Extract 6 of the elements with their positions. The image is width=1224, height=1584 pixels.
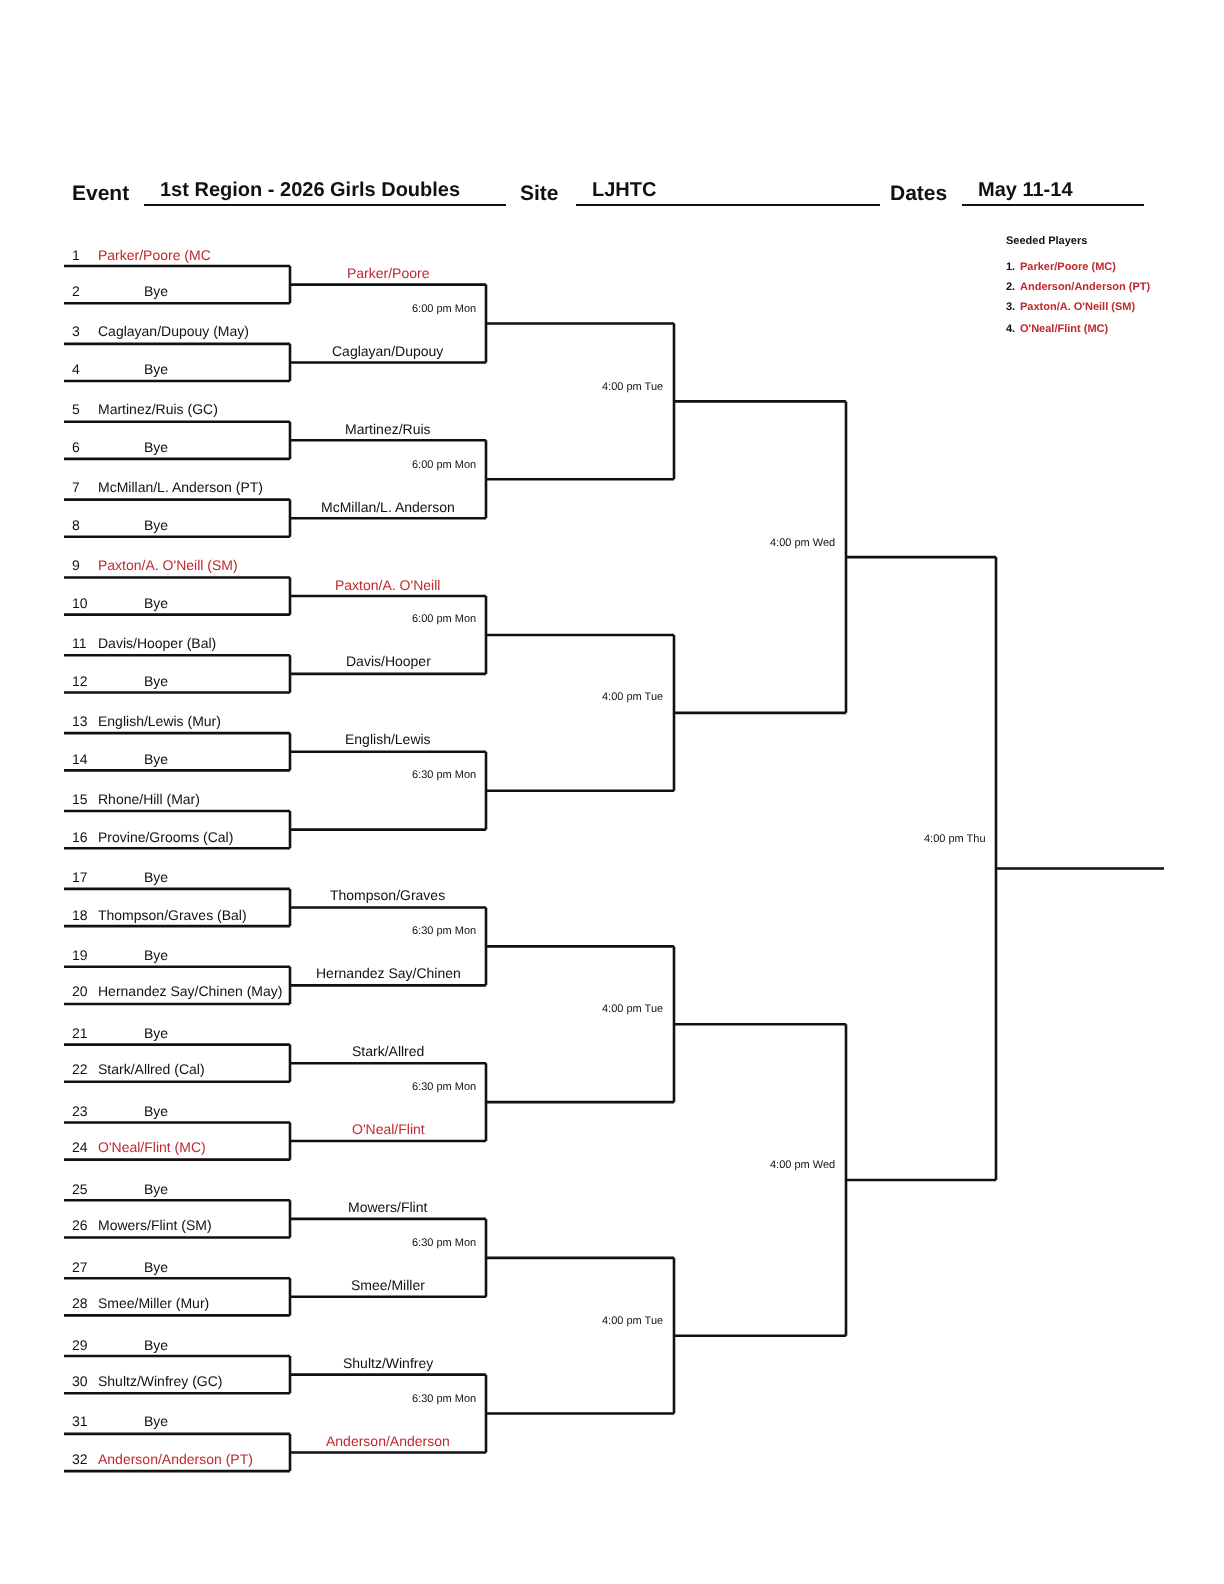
header-field: May 11-14 [962,182,1144,206]
header-field: 1st Region - 2026 Girls Doubles [144,182,506,206]
header-field: LJHTC [576,182,880,206]
header-label: Dates [890,184,948,205]
header-label: Event [72,184,130,205]
header-label: Site [520,184,559,205]
